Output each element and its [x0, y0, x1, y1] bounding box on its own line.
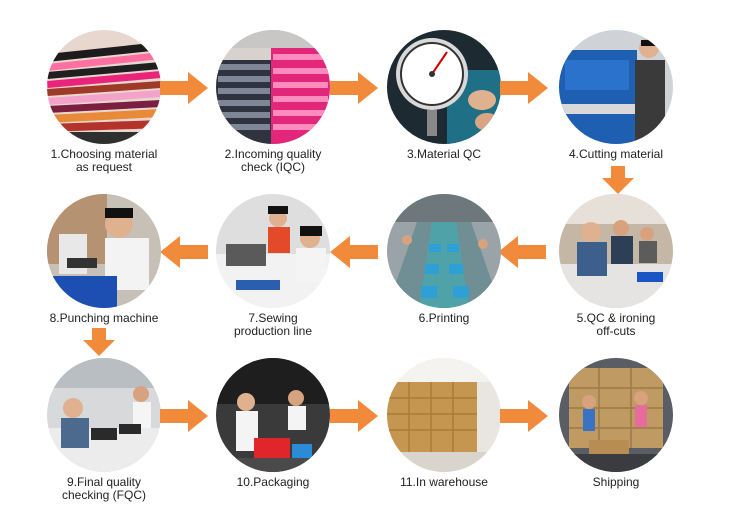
arrow-right-icon — [160, 72, 208, 104]
arrow-right-icon — [330, 400, 378, 432]
arrow-right-icon — [330, 72, 378, 104]
step-caption: 5.QC & ironing off-cuts — [576, 311, 656, 338]
packaging-photo — [216, 358, 330, 472]
step-caption: 2.Incoming quality check (IQC) — [224, 147, 322, 174]
step-10-packaging: 10.Packaging — [203, 358, 343, 489]
arrow-left-icon — [498, 236, 546, 268]
step-caption: 4.Cutting material — [568, 147, 664, 161]
fabric-rolls-photo — [47, 30, 161, 144]
step-caption: 3.Material QC — [406, 147, 482, 161]
printing-line-photo — [387, 194, 501, 308]
arrow-left-icon — [330, 236, 378, 268]
warehouse-photo — [387, 358, 501, 472]
step-caption: 8.Punching machine — [49, 311, 159, 325]
arrow-down-icon — [83, 328, 115, 356]
step-caption: 7.Sewing production line — [233, 311, 313, 338]
step-caption: 9.Final quality checking (FQC) — [61, 475, 147, 502]
arrow-right-icon — [500, 72, 548, 104]
step-3-material-qc: 3.Material QC — [374, 30, 514, 161]
arrow-down-icon — [602, 166, 634, 194]
step-caption: 10.Packaging — [236, 475, 310, 489]
arrow-right-icon — [160, 400, 208, 432]
step-11-in-warehouse: 11.In warehouse — [374, 358, 514, 489]
cutting-press-photo — [559, 30, 673, 144]
step-9-final-quality-checking: 9.Final quality checking (FQC) — [34, 358, 174, 502]
step-4-cutting-material: 4.Cutting material — [546, 30, 686, 161]
workshop-photo — [559, 194, 673, 308]
step-caption: Shipping — [592, 475, 640, 489]
sewing-line-photo — [216, 194, 330, 308]
step-12-shipping: Shipping — [546, 358, 686, 489]
arrow-left-icon — [160, 236, 208, 268]
arrow-right-icon — [500, 400, 548, 432]
step-1-choosing-material: 1.Choosing material as request — [34, 30, 174, 174]
step-7-sewing-production-line: 7.Sewing production line — [203, 194, 343, 338]
step-caption: 1.Choosing material as request — [50, 147, 158, 174]
punching-machine-photo — [47, 194, 161, 308]
thickness-gauge-photo — [387, 30, 501, 144]
shipping-container-photo — [559, 358, 673, 472]
step-5-qc-ironing-offcuts: 5.QC & ironing off-cuts — [546, 194, 686, 338]
fabric-stacks-photo — [216, 30, 330, 144]
inspection-photo — [47, 358, 161, 472]
step-caption: 11.In warehouse — [400, 475, 488, 489]
step-8-punching-machine: 8.Punching machine — [34, 194, 174, 325]
step-caption: 6.Printing — [418, 311, 470, 325]
step-2-incoming-quality-check: 2.Incoming quality check (IQC) — [203, 30, 343, 174]
step-6-printing: 6.Printing — [374, 194, 514, 325]
